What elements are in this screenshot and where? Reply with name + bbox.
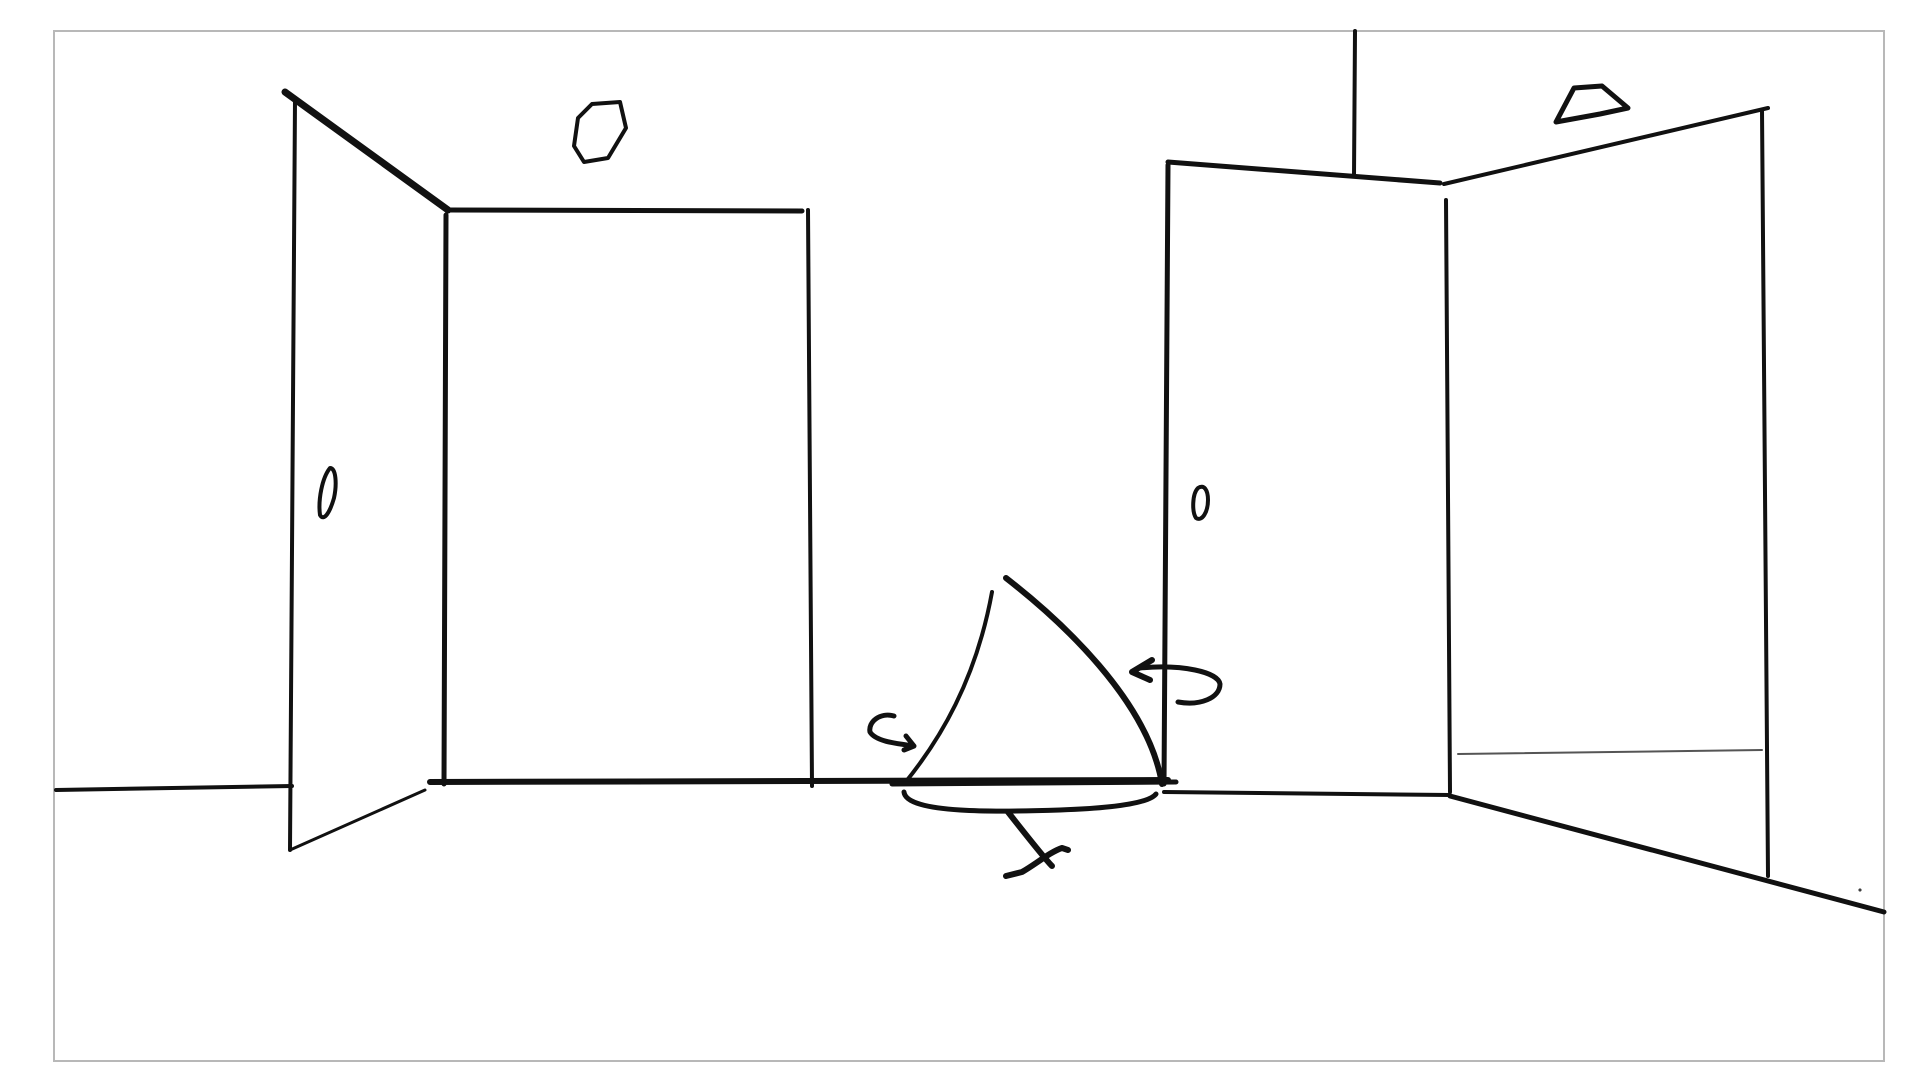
left-door-leaf-bottom — [288, 788, 427, 852]
right-door-knob — [1191, 484, 1210, 521]
left-doorway-right — [806, 208, 814, 788]
floor-line-right — [1447, 793, 1887, 915]
right-doorway-floor — [1162, 790, 1452, 797]
triangle-object — [867, 575, 1223, 879]
panel-frame — [53, 30, 1885, 1062]
base-arc — [901, 789, 1159, 814]
left-door-group — [281, 88, 814, 852]
left-door-leaf-edge — [288, 98, 297, 852]
right-door-group — [1161, 29, 1887, 915]
floor-line-middle — [427, 777, 1171, 785]
triangle-left-side — [902, 590, 994, 786]
right-doorway-left — [1161, 162, 1171, 787]
right-doorway-right — [1444, 198, 1452, 794]
right-doorway-top — [1165, 159, 1443, 186]
clockwise-arrow-icon — [1137, 664, 1223, 706]
floor-line-left — [54, 784, 294, 792]
right-door-leaf-top — [1442, 106, 1770, 186]
left-doorway-left — [441, 212, 449, 787]
trapezoid-icon — [1553, 83, 1631, 125]
right-door-leaf-edge — [1760, 108, 1770, 878]
x-mark-icon-stroke — [1003, 845, 1071, 879]
right-door-leaf-inner-line — [1457, 749, 1763, 755]
left-door-leaf — [281, 88, 452, 214]
hexagon-icon — [572, 100, 628, 164]
triangle-base — [889, 779, 1179, 787]
left-arrow-icon — [867, 712, 917, 753]
clockwise-arrow-head — [1129, 657, 1155, 683]
stray-mark — [1858, 888, 1862, 892]
triangle-right-side — [1003, 575, 1165, 787]
left-doorway-top — [445, 207, 805, 214]
left-door-knob — [317, 466, 338, 520]
wall-corner-line — [1352, 29, 1357, 178]
x-mark-icon — [1005, 809, 1055, 869]
